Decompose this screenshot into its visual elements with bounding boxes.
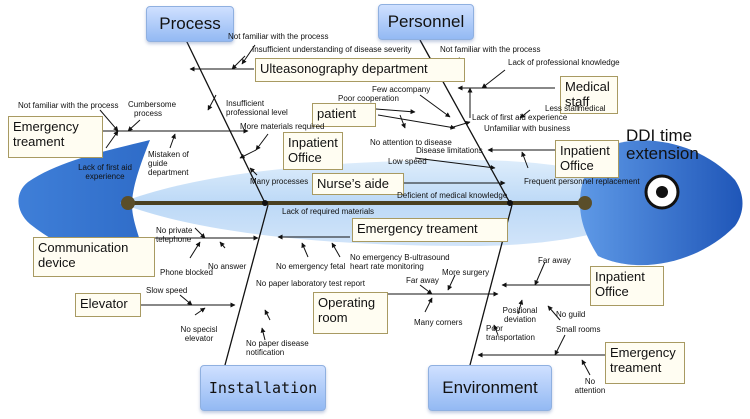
fish-eye-inner — [656, 186, 668, 198]
box-emergency-top-left: Emergency treament — [8, 116, 103, 158]
label-less-staff: Less staff — [545, 104, 580, 113]
label-mistaken-guide: Mistaken of guide department — [148, 150, 189, 177]
box-nurses-aide: Nurse’s aide — [312, 173, 404, 195]
category-environment: Environment — [428, 365, 552, 411]
label-positional-deviation: Positional deviation — [502, 306, 538, 324]
label-nf-process-left: Not familiar with the process — [18, 101, 119, 110]
label-no-attention-disease: No attention to disease — [370, 138, 452, 147]
box-patient: patient — [312, 103, 376, 127]
label-small-rooms: Small rooms — [556, 325, 601, 334]
label-lack-prof-knowledge: Lack of professional knowledge — [508, 58, 620, 67]
category-process: Process — [146, 6, 234, 42]
label-no-guild: No guild — [556, 310, 586, 319]
label-no-paper-notification: No paper disease notification — [246, 339, 309, 357]
category-installation: Installation — [200, 365, 326, 411]
box-ulteasonography: Ulteasonography department — [255, 58, 465, 82]
box-inpatient-bottom: Inpatient Office — [590, 266, 664, 306]
label-lack-first-aid-right: Lack of first aid experience — [472, 113, 568, 122]
label-phone-blocked: Phone blocked — [160, 268, 213, 277]
label-nf-process-top: Not familiar with the process — [228, 32, 329, 41]
label-no-private-telephone: No private telephone — [156, 226, 193, 244]
box-communication: Communication device — [33, 237, 155, 277]
label-nf-process-personnel: Not familiar with the process — [440, 45, 541, 54]
label-no-emergency-fetal: No emergency fetal — [276, 262, 346, 271]
label-no-special-elevator: No specisl elevator — [180, 325, 218, 343]
box-inpatient-right: Inpatient Office — [555, 140, 619, 178]
box-emergency-bottom: Emergency treament — [605, 342, 685, 384]
label-insufficient-prof: Insufficient professional level — [226, 99, 288, 117]
box-operating-room: Operating room — [313, 292, 388, 334]
label-few-accompany: Few accompany — [372, 85, 431, 94]
box-elevator: Elevator — [75, 293, 141, 317]
label-medical-fragment: medical — [578, 104, 606, 113]
label-many-processes: Many processes — [250, 177, 309, 186]
label-slow-speed: Slow speed — [146, 286, 188, 295]
label-no-attention: No attention — [574, 377, 606, 395]
label-frequent-replacement: Frequent personnel replacement — [524, 177, 640, 186]
label-more-materials: More materials required — [240, 122, 325, 131]
label-far-away-right: Far away — [538, 256, 571, 265]
box-medical-staff: Medical staff — [560, 76, 618, 114]
box-inpatient-left: Inpatient Office — [283, 132, 343, 170]
label-poor-transportation: Poor transportation — [486, 324, 535, 342]
label-poor-cooperation: Poor cooperation — [338, 94, 399, 103]
label-no-paper-report: No paper laboratory test report — [256, 279, 365, 288]
category-personnel: Personnel — [378, 4, 474, 40]
label-lack-required-materials: Lack of required materials — [282, 207, 375, 216]
label-low-speed: Low speed — [388, 157, 427, 166]
label-more-surgery: More surgery — [442, 268, 490, 277]
effect-label: DDI time extension — [626, 126, 699, 163]
label-disease-limitations: Disease limitations — [416, 146, 483, 155]
label-unfamiliar-business: Unfamiliar with business — [484, 124, 571, 133]
spine-end-right — [578, 196, 592, 210]
label-no-answer: No answer — [208, 262, 247, 271]
label-far-away-left: Far away — [406, 276, 439, 285]
label-insufficient-understanding: Insufficient understanding of disease se… — [252, 45, 412, 54]
label-deficient-knowledge: Deficient of medical knowledge — [397, 191, 508, 200]
label-many-corners: Many corners — [414, 318, 463, 327]
label-no-emergency-b: No emergency B-ultrasound heart rate mon… — [350, 253, 450, 271]
label-cumbersome: Cumbersome process — [128, 100, 177, 118]
label-lack-first-aid-left: Lack of first aid experience — [78, 163, 132, 181]
spine-end-left — [121, 196, 135, 210]
box-emergency-mid: Emergency treament — [352, 218, 508, 242]
